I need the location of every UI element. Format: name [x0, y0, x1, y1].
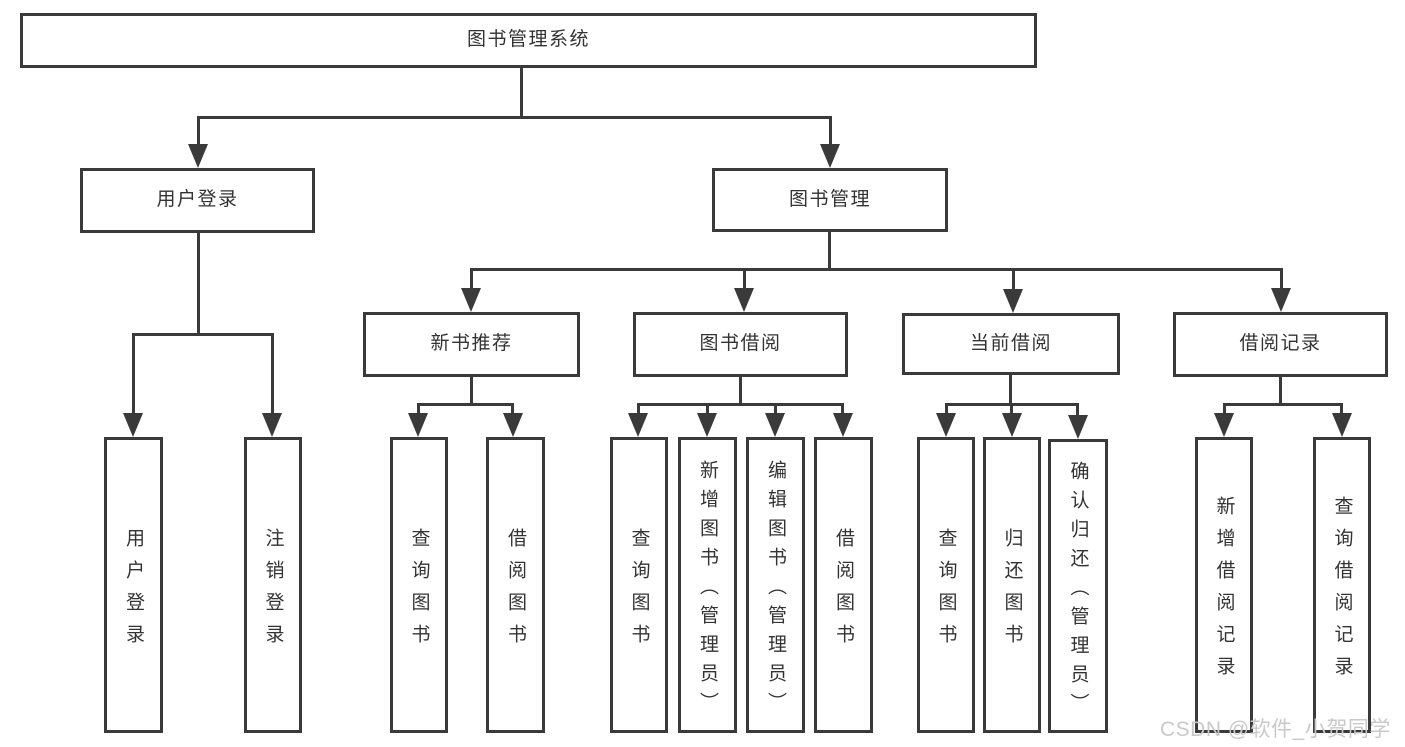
node-label: 当前借阅: [969, 332, 1052, 354]
node-label: 归还图书: [1001, 527, 1023, 656]
connector-line: [841, 403, 844, 415]
connector-line: [470, 377, 473, 406]
connector-line: [828, 232, 831, 270]
connector-line: [417, 403, 514, 406]
arrow-down-icon: [461, 288, 481, 312]
arrow-down-icon: [628, 413, 648, 437]
connector-line: [470, 268, 473, 291]
arrow-down-icon: [1214, 413, 1234, 437]
arrow-down-icon: [408, 413, 428, 437]
connector-line: [1340, 403, 1343, 415]
connector-line: [1223, 403, 1226, 415]
connector-line: [417, 403, 420, 415]
node-label: 新增图书（管理员）: [697, 459, 718, 721]
node-user-login: 用户登录: [80, 168, 315, 233]
watermark: CSDN @软件_小贺同学: [1160, 718, 1391, 741]
node-leaf-query-book-c: 查询图书: [917, 437, 975, 733]
connector-line: [1076, 403, 1079, 415]
node-label: 查询图书: [935, 527, 957, 656]
arrow-down-icon: [765, 413, 785, 437]
connector-line: [1280, 268, 1283, 291]
arrow-down-icon: [1068, 415, 1088, 439]
connector-line: [1009, 375, 1012, 406]
connector-line: [829, 116, 832, 144]
node-label: 图书借阅: [699, 333, 782, 355]
arrow-down-icon: [1002, 413, 1022, 437]
node-label: 编辑图书（管理员）: [765, 459, 786, 721]
connector-line: [1223, 403, 1343, 406]
connector-line: [132, 333, 274, 336]
node-leaf-add-borrow-record: 新增借阅记录: [1195, 437, 1253, 733]
node-label: 借阅记录: [1239, 333, 1322, 355]
node-label: 图书管理: [788, 188, 871, 210]
arrow-down-icon: [734, 288, 754, 312]
node-label: 新书推荐: [430, 333, 513, 355]
node-leaf-logout: 注销登录: [244, 437, 302, 733]
node-borrowing-records: 借阅记录: [1173, 312, 1388, 377]
connector-line: [739, 377, 742, 406]
connector-line: [271, 333, 274, 415]
node-book-management: 图书管理: [712, 168, 948, 232]
connector-line: [470, 268, 1283, 271]
node-label: 新增借阅记录: [1213, 495, 1235, 688]
node-leaf-user-login: 用户登录: [104, 437, 163, 733]
connector-line: [743, 268, 746, 291]
connector-line: [637, 403, 843, 406]
node-label: 借阅图书: [833, 527, 854, 656]
connector-line: [197, 116, 832, 119]
connector-line: [706, 403, 709, 415]
node-leaf-query-book-b: 查询图书: [610, 437, 668, 733]
connector-line: [1010, 403, 1013, 415]
connector-line: [197, 116, 200, 144]
connector-line: [520, 68, 523, 119]
node-label: 查询图书: [408, 527, 430, 656]
node-leaf-edit-book-admin: 编辑图书（管理员）: [746, 437, 805, 733]
node-leaf-return-book: 归还图书: [983, 437, 1041, 733]
node-leaf-borrow-book-b: 借阅图书: [814, 437, 873, 733]
node-label: 注销登录: [262, 527, 284, 656]
arrow-down-icon: [697, 413, 717, 437]
connector-line: [945, 403, 948, 415]
node-label: 查询图书: [628, 527, 650, 656]
node-leaf-query-borrow-record: 查询借阅记录: [1313, 437, 1371, 733]
node-current-borrowing: 当前借阅: [902, 313, 1120, 375]
arrow-down-icon: [503, 413, 523, 437]
connector-line: [774, 403, 777, 415]
node-leaf-add-book-admin: 新增图书（管理员）: [678, 437, 737, 733]
node-label: 用户登录: [156, 189, 239, 211]
node-label: 查询借阅记录: [1331, 495, 1353, 688]
connector-line: [637, 403, 640, 415]
arrow-down-icon: [188, 144, 208, 168]
arrow-down-icon: [820, 144, 840, 168]
arrow-down-icon: [1332, 413, 1352, 437]
node-label: 确认归还（管理员）: [1067, 460, 1089, 722]
arrow-down-icon: [123, 413, 143, 437]
node-label: 借阅图书: [505, 527, 526, 656]
node-label: 图书管理系统: [466, 29, 590, 51]
connector-line: [132, 333, 135, 415]
arrow-down-icon: [833, 413, 853, 437]
node-leaf-query-book-a: 查询图书: [390, 437, 448, 733]
node-label: 用户登录: [123, 527, 144, 656]
arrow-down-icon: [1271, 288, 1291, 312]
arrow-down-icon: [1003, 289, 1023, 313]
node-new-book-recommend: 新书推荐: [363, 312, 580, 377]
connector-line: [197, 233, 200, 336]
connector-line: [1279, 377, 1282, 406]
arrow-down-icon: [262, 413, 282, 437]
connector-line: [511, 403, 514, 415]
connector-line: [1012, 268, 1015, 291]
node-system-root: 图书管理系统: [20, 13, 1037, 68]
arrow-down-icon: [936, 413, 956, 437]
node-leaf-borrow-book-a: 借阅图书: [486, 437, 545, 733]
node-leaf-confirm-return-admin: 确认归还（管理员）: [1048, 439, 1108, 733]
node-book-borrowing: 图书借阅: [633, 312, 848, 377]
